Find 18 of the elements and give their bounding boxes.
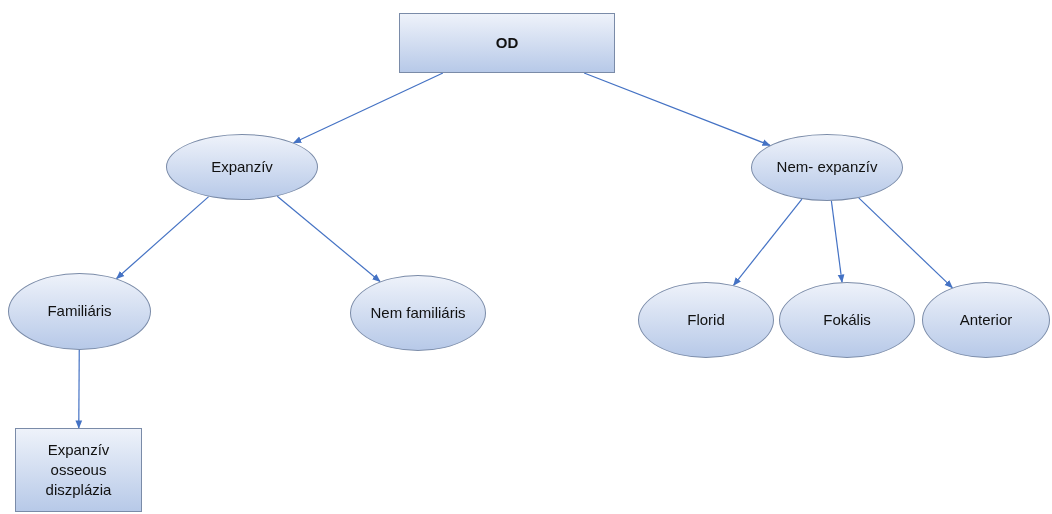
node-label: Fokális xyxy=(822,309,872,330)
node-label: Expanzív xyxy=(210,156,274,177)
node-label: Anterior xyxy=(958,309,1014,330)
node-label: Familiáris xyxy=(46,301,113,322)
arrow xyxy=(858,197,953,289)
process-box xyxy=(15,428,142,512)
node-label: Nem- expanzív xyxy=(775,157,879,178)
arrow xyxy=(292,72,444,144)
arrow xyxy=(830,200,845,283)
process-box xyxy=(399,13,615,73)
node-label: Expanzív osseous diszplázia xyxy=(44,439,113,501)
arrow xyxy=(583,72,771,146)
arrow xyxy=(75,349,83,429)
node-label: Florid xyxy=(686,309,726,330)
node-label: OD xyxy=(494,32,520,53)
arrow xyxy=(115,196,210,280)
arrow xyxy=(276,195,381,283)
node-label: Nem familiáris xyxy=(369,302,467,323)
